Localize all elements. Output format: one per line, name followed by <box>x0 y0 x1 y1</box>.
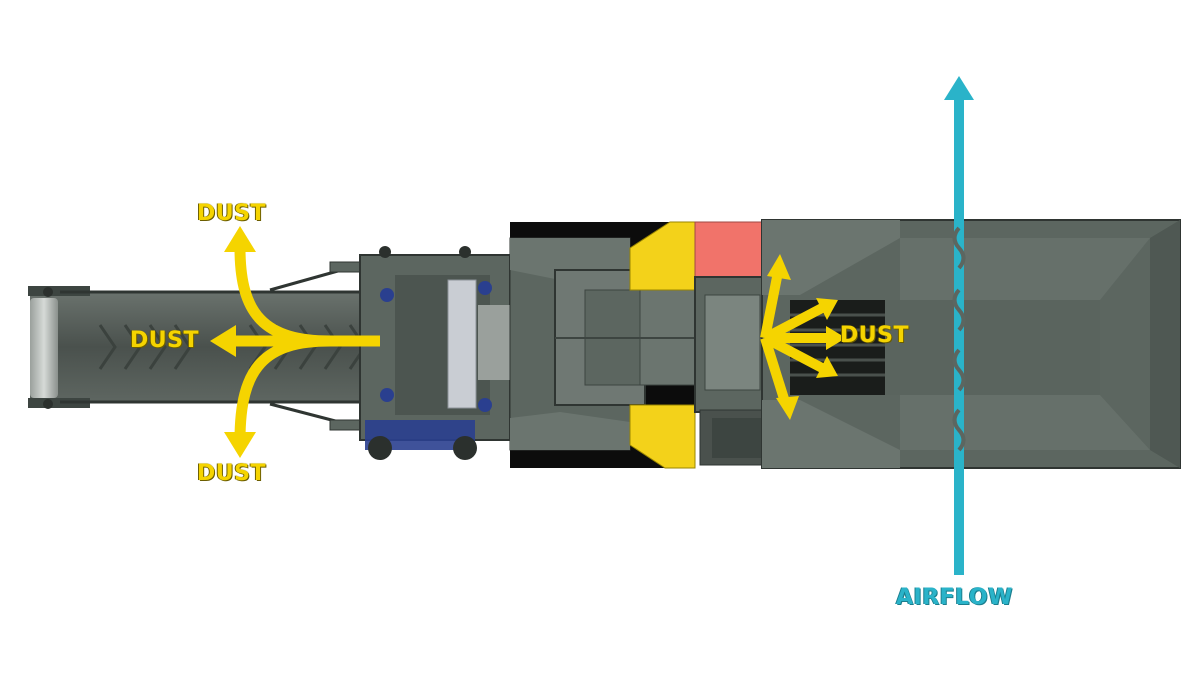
dust-label-right: DUST <box>840 323 909 348</box>
feed-hopper <box>761 219 1181 469</box>
red-panel <box>694 221 766 278</box>
head-pulley <box>30 298 58 398</box>
conveyor-belt <box>30 292 390 402</box>
dust-arrows-left <box>232 247 380 441</box>
output-conveyor <box>28 260 390 432</box>
dust-label-bottom: DUST <box>197 461 266 486</box>
dust-label-center: DUST <box>130 328 199 353</box>
screen-deck <box>447 279 477 409</box>
yellow-guard-bottom <box>629 404 696 469</box>
airflow-arrow <box>944 76 974 575</box>
dust-arrows-right <box>760 271 828 404</box>
dust-label-top: DUST <box>197 201 266 226</box>
yellow-guards <box>629 221 696 469</box>
dust-arrow-down <box>234 335 331 441</box>
airflow-label: AIRFLOW <box>896 585 1013 610</box>
